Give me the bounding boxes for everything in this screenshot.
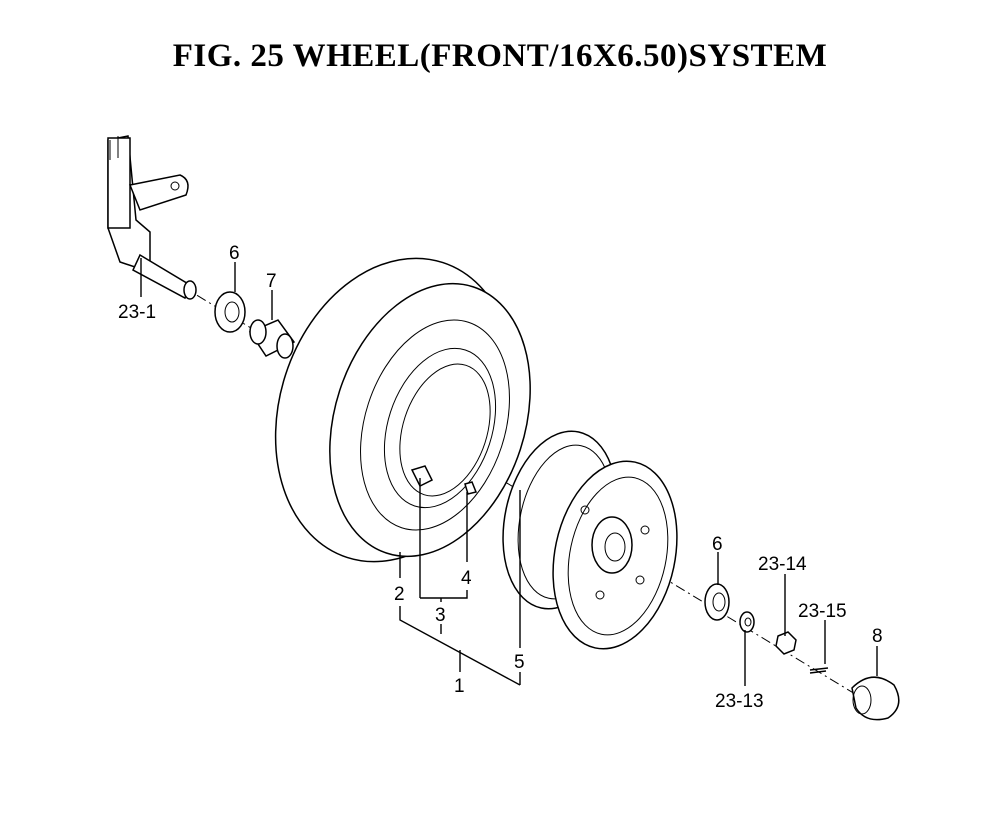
rim-part: [502, 430, 678, 650]
page-title: FIG. 25 WHEEL(FRONT/16X6.50)SYSTEM: [172, 38, 828, 74]
leader-lines: [140, 258, 878, 686]
callout-6-outer: 6: [712, 534, 723, 555]
callout-8: 8: [872, 626, 883, 647]
callout-23-13: 23-13: [715, 691, 764, 712]
callout-2: 2: [394, 584, 405, 605]
nut-part: [775, 631, 797, 655]
spacer-part: [248, 319, 296, 359]
callout-23-14: 23-14: [758, 554, 807, 575]
callout-1: 1: [454, 676, 465, 697]
spindle-part: [107, 135, 197, 300]
callout-3: 3: [435, 605, 446, 626]
outer-bearing-part: [704, 583, 730, 621]
tire-part: [274, 257, 531, 563]
callout-5: 5: [514, 652, 525, 673]
callout-23-15: 23-15: [798, 601, 847, 622]
cotter-pin-part: [809, 667, 829, 674]
valve-part: [410, 465, 478, 495]
callout-23-1: 23-1: [118, 302, 156, 323]
callout-7: 7: [266, 271, 277, 292]
hub-cap-part: [851, 676, 900, 721]
inner-bearing-part: [214, 291, 246, 333]
callout-6-inner: 6: [229, 243, 240, 264]
washer-part: [739, 611, 755, 633]
callout-4: 4: [461, 568, 472, 589]
